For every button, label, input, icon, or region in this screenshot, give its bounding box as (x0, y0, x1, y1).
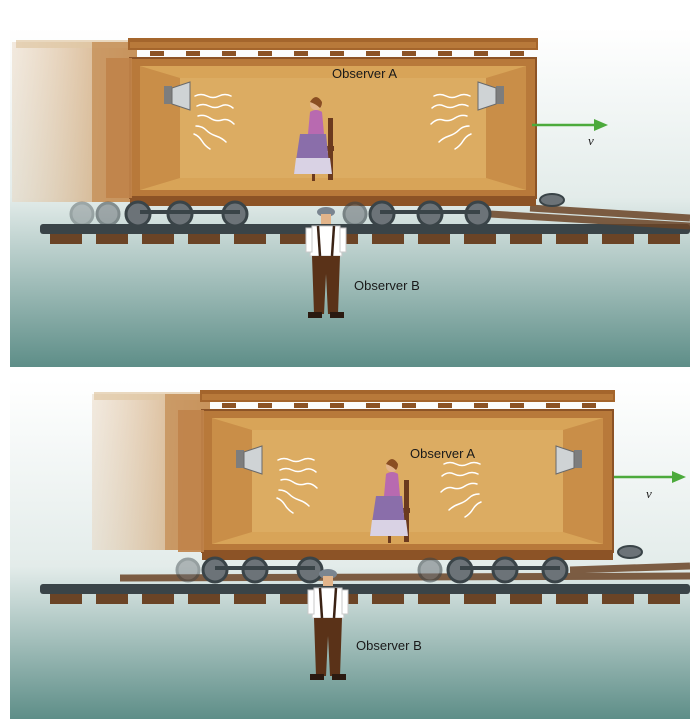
observer-a-label: Observer A (332, 66, 397, 81)
wheel-rod (140, 210, 240, 214)
observer-b-label: Observer B (356, 638, 422, 653)
coupler (618, 546, 642, 558)
wheel-rod (380, 210, 480, 214)
bottom-panel: Observer A Observer B v (10, 380, 690, 719)
top-panel: Observer A Observer B v (10, 28, 690, 367)
bottom-scene (10, 380, 690, 719)
coupler (540, 194, 564, 206)
velocity-label: v (646, 486, 652, 502)
observer-b-label: Observer B (354, 278, 420, 293)
wheel-rod (215, 566, 315, 570)
velocity-label: v (588, 133, 594, 149)
observer-a-label: Observer A (410, 446, 475, 461)
wheel-rod (460, 566, 560, 570)
